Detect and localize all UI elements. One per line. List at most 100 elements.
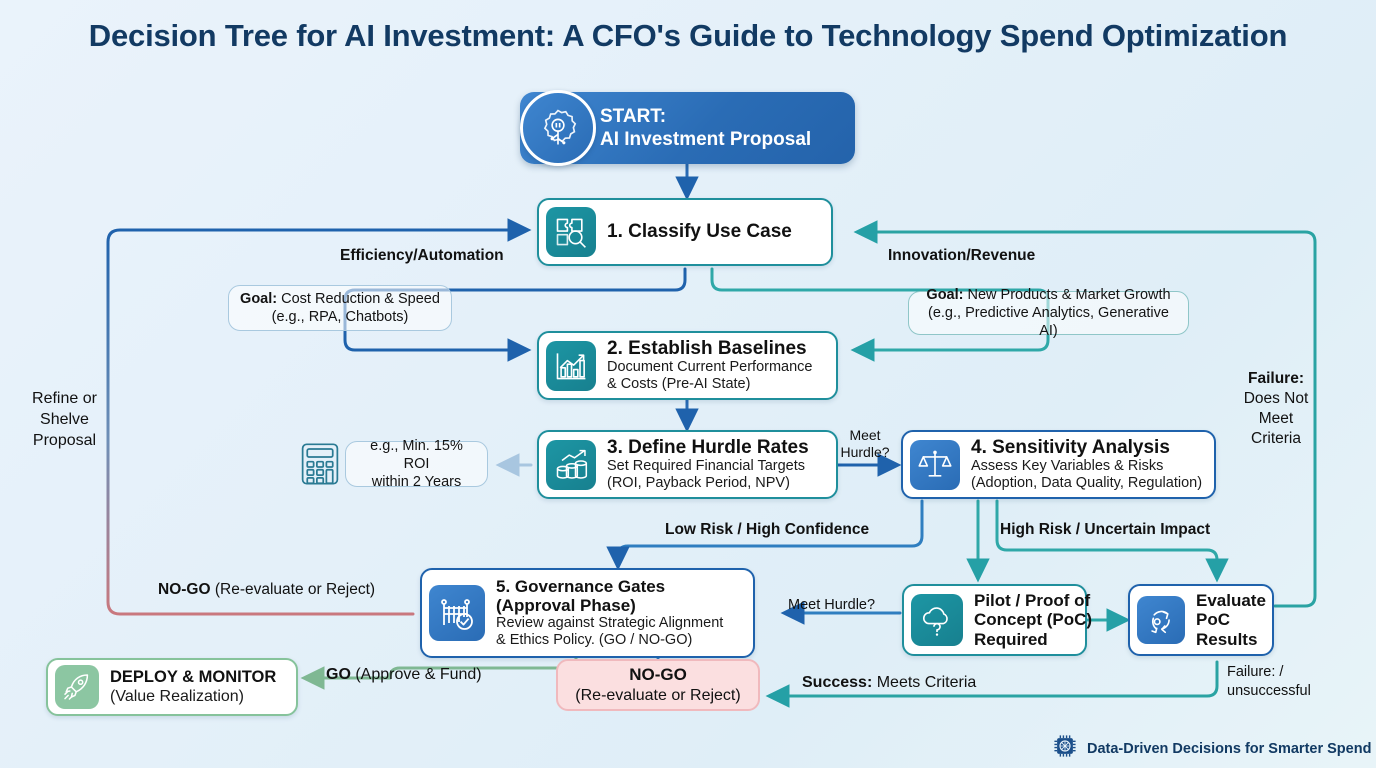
evaluate-line3: Results <box>1196 629 1258 649</box>
edge-label-failure-unsuccessful: Failure: / unsuccessful <box>1227 663 1311 701</box>
note-roi-example: e.g., Min. 15% ROI within 2 Years <box>345 438 488 490</box>
node-start[interactable]: START: AI Investment Proposal <box>520 90 855 166</box>
coins-growth-icon <box>546 439 596 490</box>
refresh-cycle-icon <box>1137 596 1185 644</box>
nogo-line1: NO-GO <box>629 665 687 685</box>
success-bold: Success: <box>802 674 873 691</box>
edge-label-refine-shelve: Refine or Shelve Proposal <box>12 389 117 451</box>
node-define-hurdle-rates[interactable]: 3. Define Hurdle Rates Set Required Fina… <box>537 430 838 499</box>
deploy-sub: (Value Realization) <box>110 687 244 705</box>
evaluate-text: Evaluate PoC Results <box>1196 591 1266 648</box>
deploy-text: DEPLOY & MONITOR (Value Realization) <box>110 668 276 706</box>
failure-line2: Does Not <box>1243 390 1309 408</box>
goal-right-bold: Goal: <box>926 286 964 303</box>
refine-line3: Proposal <box>32 431 97 449</box>
gate-check-icon <box>429 585 485 641</box>
goal-right-line2: (e.g., Predictive Analytics, Generative … <box>928 304 1169 340</box>
calculator-icon <box>300 442 340 491</box>
pilot-line3: Required <box>974 629 1048 649</box>
goal-right-line1: Goal: New Products & Market Growth <box>926 286 1170 304</box>
edge-label-success: Success: Meets Criteria <box>802 673 976 692</box>
sensitivity-sub1: Assess Key Variables & Risks <box>971 457 1164 474</box>
note-goal-innovation: Goal: New Products & Market Growth (e.g.… <box>908 287 1189 339</box>
nogo-line2: (Re-evaluate or Reject) <box>575 686 741 704</box>
footer-text: Data-Driven Decisions for Smarter Spend <box>1087 740 1372 757</box>
edge-label-innovation: Innovation/Revenue <box>888 247 1036 264</box>
start-line2: AI Investment Proposal <box>600 129 812 150</box>
page-title: Decision Tree for AI Investment: A CFO's… <box>88 18 1288 53</box>
goal-left-line1: Goal: Cost Reduction & Speed <box>240 290 440 308</box>
node-sensitivity-analysis[interactable]: 4. Sensitivity Analysis Assess Key Varia… <box>901 430 1216 499</box>
meet-hurdle-1-line1: Meet <box>849 427 881 443</box>
edge-label-low-risk: Low Risk / High Confidence <box>665 521 870 538</box>
rocket-icon <box>55 665 99 709</box>
node-governance-gates[interactable]: 5. Governance Gates (Approval Phase) Rev… <box>420 568 755 658</box>
hurdle-sub1: Set Required Financial Targets <box>607 457 806 474</box>
edge-label-efficiency: Efficiency/Automation <box>340 247 504 264</box>
bar-chart-growth-icon <box>546 340 596 391</box>
goal-left-rest: Cost Reduction & Speed <box>277 290 440 307</box>
governance-sub1: Review against Strategic Alignment <box>496 614 724 631</box>
failure-unsucc-line1: Failure: / <box>1227 664 1284 680</box>
hurdle-sub2: (ROI, Payback Period, NPV) <box>607 475 790 492</box>
evaluate-line1: Evaluate <box>1196 591 1266 611</box>
roi-line1: e.g., Min. 15% ROI <box>370 437 463 472</box>
hurdle-title: 3. Define Hurdle Rates <box>607 436 809 458</box>
governance-title1: 5. Governance Gates <box>496 576 666 596</box>
node-pilot-poc[interactable]: Pilot / Proof of Concept (PoC) Required <box>902 584 1092 656</box>
edge-label-nogo-reevaluate: NO-GO (Re-evaluate or Reject) <box>158 581 375 600</box>
edge-label-go-approve: GO (Approve & Fund) <box>326 665 482 684</box>
baselines-title: 2. Establish Baselines <box>607 337 807 359</box>
goal-right-rest: New Products & Market Growth <box>963 286 1171 303</box>
start-label: START: AI Investment Proposal <box>600 105 811 151</box>
roi-line2: within 2 Years <box>371 474 462 491</box>
baselines-sub1: Document Current Performance <box>607 358 813 375</box>
goal-left-bold: Goal: <box>240 290 278 307</box>
pilot-text: Pilot / Proof of Concept (PoC) Required <box>974 591 1092 648</box>
evaluate-line2: PoC <box>1196 610 1230 630</box>
edge-label-failure-criteria: Failure: Does Not Meet Criteria <box>1222 369 1330 450</box>
balance-scales-icon <box>910 439 960 490</box>
deploy-title: DEPLOY & MONITOR <box>110 668 277 687</box>
goal-left-line2: (e.g., RPA, Chatbots) <box>271 309 409 325</box>
note-goal-efficiency: Goal: Cost Reduction & Speed (e.g., RPA,… <box>228 285 452 331</box>
failure-line4: Criteria <box>1251 430 1301 448</box>
refine-line2: Shelve <box>40 410 89 428</box>
terminal-nogo: NO-GO (Re-evaluate or Reject) <box>556 659 760 711</box>
edge-label-meet-hurdle-2: Meet Hurdle? <box>788 597 876 613</box>
nogo-reeval-bold: NO-GO <box>158 581 211 598</box>
pilot-line2: Concept (PoC) <box>974 610 1093 630</box>
governance-text: 5. Governance Gates (Approval Phase) Rev… <box>496 577 723 650</box>
nogo-reeval-rest: (Re-evaluate or Reject) <box>210 581 376 598</box>
governance-title2: (Approval Phase) <box>496 595 636 615</box>
failure-unsucc-line2: unsuccessful <box>1227 682 1311 699</box>
edge-label-meet-hurdle-1: Meet Hurdle? <box>836 427 894 461</box>
hurdle-text: 3. Define Hurdle Rates Set Required Fina… <box>607 437 809 493</box>
sensitivity-sub2: (Adoption, Data Quality, Regulation) <box>971 475 1203 492</box>
node-establish-baselines[interactable]: 2. Establish Baselines Document Current … <box>537 331 838 400</box>
edge-label-high-risk: High Risk / Uncertain Impact <box>1000 521 1211 538</box>
gear-ai-icon <box>520 90 596 166</box>
node-deploy-monitor[interactable]: DEPLOY & MONITOR (Value Realization) <box>46 658 298 716</box>
meet-hurdle-1-line2: Hurdle? <box>840 443 890 460</box>
go-rest: (Approve & Fund) <box>350 666 482 683</box>
cloud-question-icon <box>911 594 963 646</box>
failure-line3: Meet <box>1258 410 1294 428</box>
ai-chip-icon <box>1052 733 1078 764</box>
governance-sub2: & Ethics Policy. (GO / NO-GO) <box>496 632 693 649</box>
node-evaluate-poc-results[interactable]: Evaluate PoC Results <box>1128 584 1274 656</box>
puzzle-search-icon <box>546 207 596 257</box>
start-pill: START: AI Investment Proposal <box>520 90 855 166</box>
sensitivity-title: 4. Sensitivity Analysis <box>971 436 1170 458</box>
classify-text: 1. Classify Use Case <box>607 221 792 242</box>
classify-title: 1. Classify Use Case <box>607 221 792 243</box>
footer-badge: Data-Driven Decisions for Smarter Spend <box>1052 733 1371 764</box>
sensitivity-text: 4. Sensitivity Analysis Assess Key Varia… <box>971 437 1202 493</box>
pilot-line1: Pilot / Proof of <box>974 591 1091 611</box>
node-classify-use-case[interactable]: 1. Classify Use Case <box>537 198 833 266</box>
go-bold: GO <box>326 666 351 683</box>
refine-line1: Refine or <box>32 390 97 407</box>
failure-line1: Failure: <box>1248 370 1304 387</box>
baselines-text: 2. Establish Baselines Document Current … <box>607 338 813 394</box>
